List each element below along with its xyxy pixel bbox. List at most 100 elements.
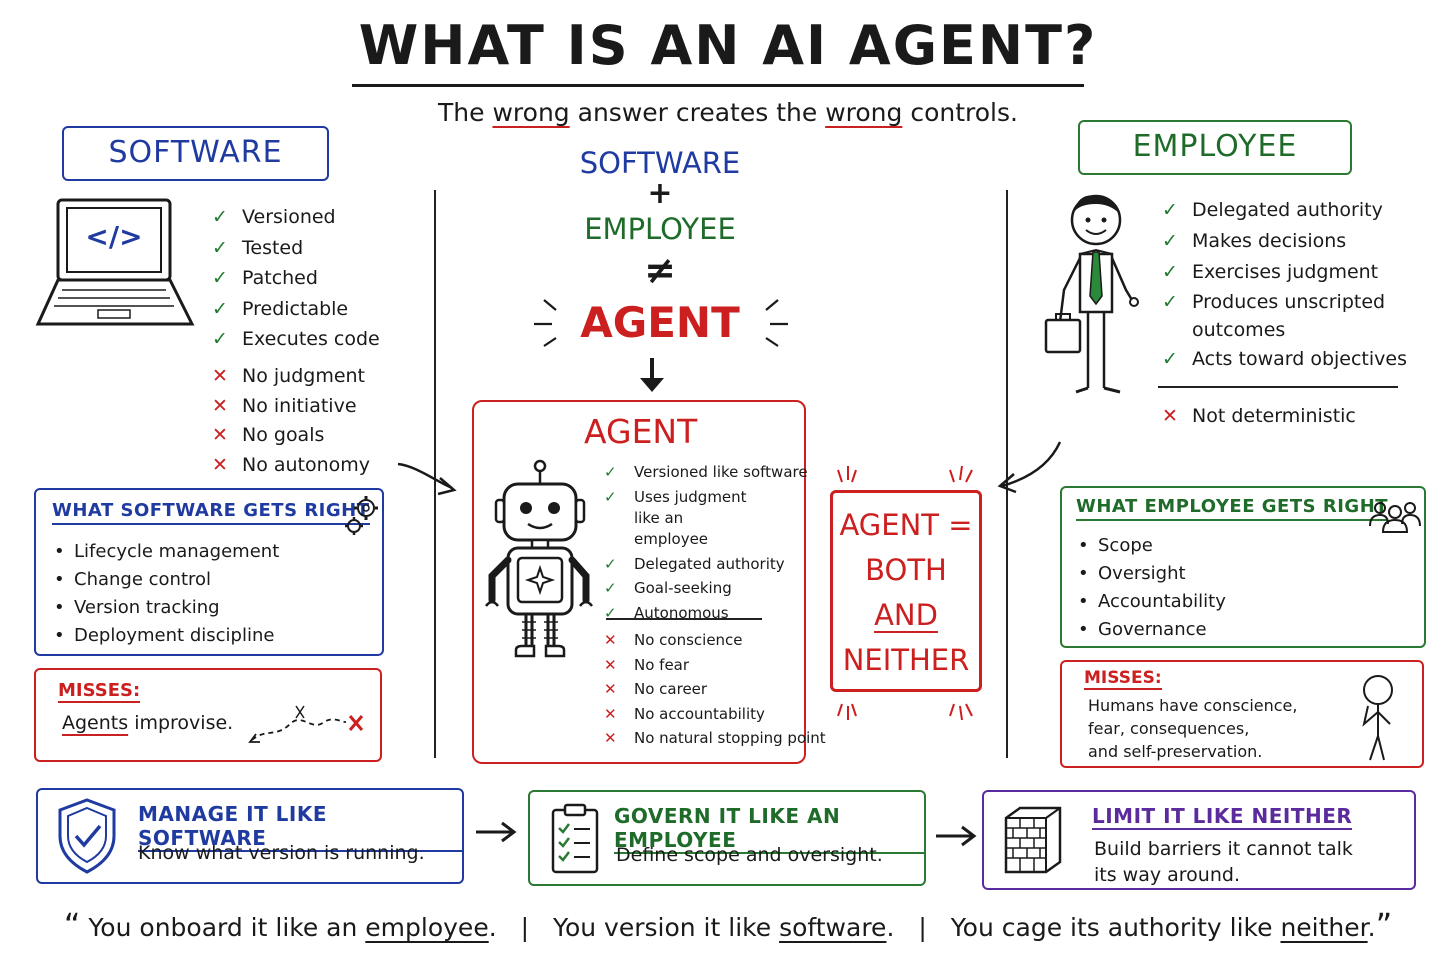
- list-item: Produces unscripted outcomes: [1162, 288, 1392, 344]
- center-employee-label: EMPLOYEE: [584, 212, 736, 246]
- list-item: Delegated authority: [604, 552, 808, 577]
- list-item: Autonomous: [604, 601, 808, 626]
- agent-burst-left: [534, 299, 557, 347]
- agent-list-divider: [606, 618, 762, 620]
- agent-pros: Versioned like software Uses judgment li…: [604, 460, 808, 626]
- govern-title: GOVERN IT LIKE AN EMPLOYEE: [614, 804, 924, 854]
- employee-figure-icon: [1040, 186, 1140, 400]
- list-item: No conscience: [604, 628, 826, 653]
- list-item: Makes decisions: [1162, 226, 1407, 257]
- list-item: Governance: [1078, 616, 1226, 644]
- divider-right: [1006, 190, 1008, 758]
- list-item: Versioned like software: [604, 460, 808, 485]
- arrow-down-icon: [640, 358, 664, 392]
- list-item: No judgment: [212, 362, 370, 392]
- employee-misses-text: Humans have conscience, fear, consequenc…: [1088, 696, 1298, 761]
- govern-text: Define scope and oversight.: [616, 844, 883, 866]
- clipboard-icon: [550, 802, 600, 876]
- employee-gets-right-title: WHAT EMPLOYEE GETS RIGHT: [1076, 496, 1389, 521]
- software-gets-right-box: WHAT SOFTWARE GETS RIGHT Lifecycle manag…: [34, 488, 384, 656]
- list-item: Versioned: [212, 202, 380, 233]
- list-item: Change control: [54, 566, 279, 594]
- list-item: No autonomy: [212, 451, 370, 481]
- list-item: Exercises judgment: [1162, 257, 1407, 288]
- employee-pros: Delegated authority Makes decisions Exer…: [1162, 195, 1407, 375]
- arrow-right-icon-1: [476, 821, 517, 843]
- list-item: Executes code: [212, 324, 380, 355]
- list-item: Delegated authority: [1162, 195, 1407, 226]
- center-software-label: SOFTWARE: [579, 146, 741, 180]
- list-item: Version tracking: [54, 594, 279, 622]
- manage-title: MANAGE IT LIKE SOFTWARE: [138, 802, 462, 852]
- improvise-path-icon: [246, 698, 366, 748]
- list-item: No initiative: [212, 392, 370, 422]
- employee-list-divider: [1158, 386, 1398, 388]
- software-cons: No judgment No initiative No goals No au…: [212, 362, 370, 481]
- both-line2: BOTH: [865, 553, 947, 587]
- agent-box: AGENT: [472, 400, 826, 764]
- employee-misses-box: MISSES: Humans have conscience, fear, co…: [1060, 660, 1424, 768]
- list-item: No fear: [604, 653, 826, 678]
- both-neither-box: AGENT = BOTH AND NEITHER: [830, 490, 982, 692]
- limit-title: LIMIT IT LIKE NEITHER: [1092, 804, 1353, 830]
- list-item: Predictable: [212, 294, 380, 325]
- center-plus: +: [647, 176, 673, 211]
- arrow-right-to-agent: [997, 441, 1062, 494]
- list-item: Scope: [1078, 532, 1226, 560]
- closing-quote: “ You onboard it like an employee. | You…: [63, 906, 1393, 944]
- arrow-right-icon-2: [936, 825, 977, 847]
- center-not-equal: ≠: [644, 248, 676, 292]
- both-line3: AND: [874, 598, 938, 632]
- team-icon: [1368, 498, 1422, 534]
- software-misses-box: MISSES: Agents improvise.: [34, 668, 382, 762]
- list-item: Deployment discipline: [54, 622, 279, 650]
- agent-cons: No conscience No fear No career No accou…: [604, 628, 826, 751]
- list-item: Patched: [212, 263, 380, 294]
- robot-icon: [482, 459, 593, 662]
- limit-text: Build barriers it cannot talk its way ar…: [1094, 838, 1353, 886]
- employee-misses-title: MISSES:: [1084, 668, 1162, 690]
- employee-cons: Not deterministic: [1162, 402, 1356, 430]
- software-misses-text: Agents improvise.: [62, 712, 234, 734]
- list-item: No goals: [212, 421, 370, 451]
- manage-like-software-card: MANAGE IT LIKE SOFTWARE Know what versio…: [36, 788, 464, 884]
- thinking-person-icon: [1352, 672, 1398, 764]
- list-item: Goal-seeking: [604, 576, 808, 601]
- employee-title-box: EMPLOYEE: [1078, 120, 1352, 175]
- list-item: Lifecycle management: [54, 538, 279, 566]
- agent-box-title: AGENT: [584, 412, 698, 451]
- both-line4: NEITHER: [842, 643, 970, 677]
- list-item: No accountability: [604, 702, 826, 727]
- software-gets-right-title: WHAT SOFTWARE GETS RIGHT: [52, 500, 370, 525]
- software-misses-title: MISSES:: [58, 680, 141, 703]
- software-pros: Versioned Tested Patched Predictable Exe…: [212, 202, 380, 355]
- list-item: Oversight: [1078, 560, 1226, 588]
- list-item: No career: [604, 677, 826, 702]
- arrow-left-to-agent: [397, 462, 457, 496]
- manage-text: Know what version is running.: [138, 842, 425, 864]
- govern-like-employee-card: GOVERN IT LIKE AN EMPLOYEE Define scope …: [528, 790, 926, 886]
- list-item: Accountability: [1078, 588, 1226, 616]
- page-title: WHAT IS AN AI AGENT?: [358, 14, 1098, 77]
- employee-gets-right-list: Scope Oversight Accountability Governanc…: [1078, 532, 1226, 644]
- list-item: Not deterministic: [1162, 402, 1356, 430]
- agent-burst-right: [765, 299, 788, 347]
- gears-icon: [342, 494, 382, 536]
- employee-gets-right-box: WHAT EMPLOYEE GETS RIGHT Scope Oversight…: [1060, 486, 1426, 648]
- list-item: Tested: [212, 233, 380, 264]
- software-gets-right-list: Lifecycle management Change control Vers…: [54, 538, 279, 650]
- title-underline: [352, 84, 1084, 87]
- both-line1: AGENT =: [839, 508, 973, 542]
- brick-wall-icon: [1000, 804, 1064, 876]
- list-item: No natural stopping point: [604, 726, 826, 751]
- emphasis-marks: [837, 465, 973, 721]
- subtitle: The wrong answer creates the wrong contr…: [438, 98, 1018, 127]
- list-item: Uses judgment like an employee: [604, 485, 754, 552]
- shield-icon: [56, 796, 118, 876]
- list-item: Acts toward objectives: [1162, 344, 1407, 375]
- divider-left: [434, 190, 436, 758]
- laptop-icon: </>: [35, 196, 196, 334]
- limit-like-neither-card: LIMIT IT LIKE NEITHER Build barriers it …: [982, 790, 1416, 890]
- code-glyph: </>: [85, 220, 143, 253]
- software-title-box: SOFTWARE: [62, 126, 329, 181]
